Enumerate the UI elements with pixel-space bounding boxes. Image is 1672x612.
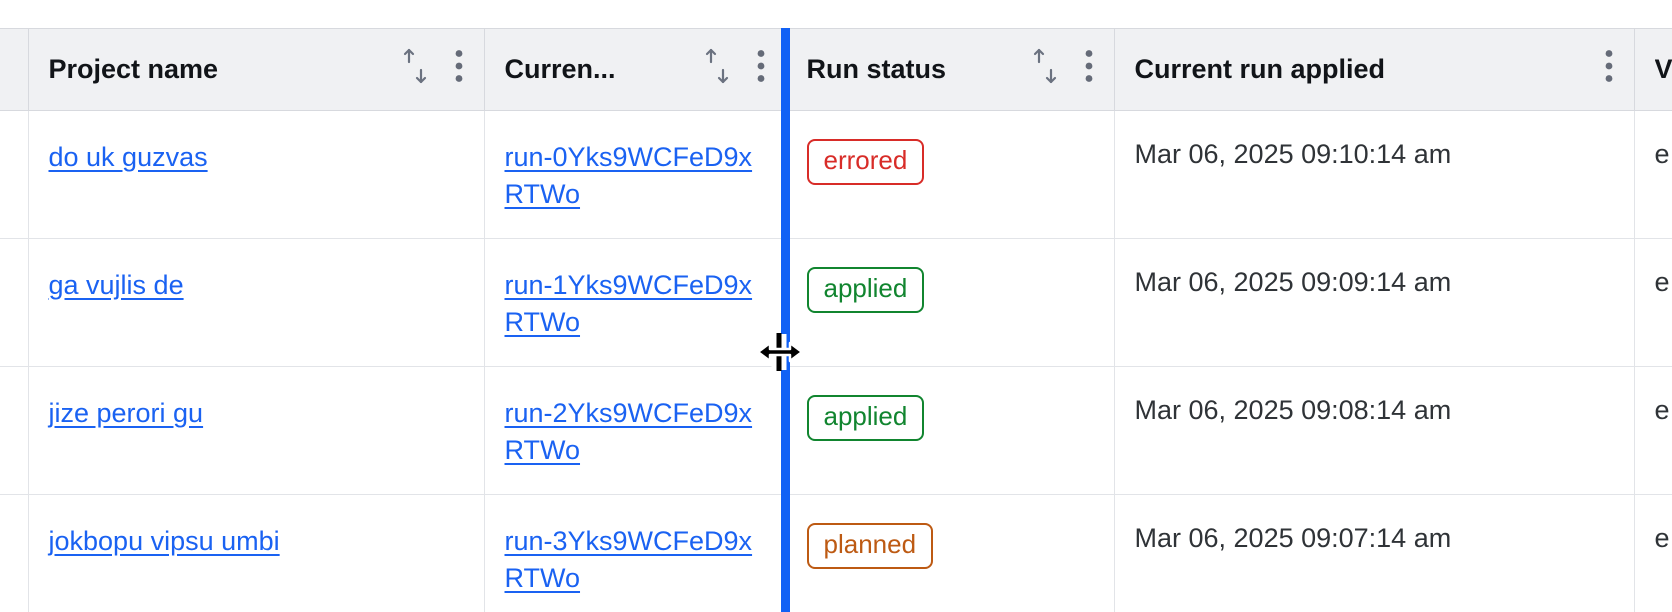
cell-current-run-applied: Mar 06, 2025 09:07:14 am [1114, 494, 1635, 612]
column-header-label: V [1654, 54, 1672, 84]
column-header-project-name[interactable]: Project name [28, 28, 485, 111]
cell-run-status: applied [786, 238, 1115, 367]
column-header-tools [398, 46, 464, 93]
vcs-repo-text: e [1654, 523, 1670, 553]
cell-run-status: applied [786, 366, 1115, 495]
cell-current-run-applied: Mar 06, 2025 09:10:14 am [1114, 110, 1635, 239]
cell-current-run: run-1Yks9WCFeD9xRTWo [484, 238, 787, 367]
projects-table: Project name Curren... Run status Current r… [0, 28, 1672, 612]
status-badge: errored [806, 139, 925, 185]
applied-timestamp: Mar 06, 2025 09:07:14 am [1134, 523, 1452, 553]
table-row[interactable]: ga vujlis de run-1Yks9WCFeD9xRTWo applied M… [0, 238, 1672, 367]
cell-vcs-repo: e [1634, 238, 1672, 367]
column-header-label: Current run applied [1134, 54, 1386, 84]
cell-project-name: do uk guzvas [28, 110, 485, 239]
column-header-tools [700, 46, 766, 93]
status-badge: applied [806, 395, 925, 441]
cell-project-name: jokbopu vipsu umbi [28, 494, 485, 612]
project-name-link[interactable]: jize perori gu [48, 398, 204, 428]
project-name-link[interactable]: ga vujlis de [48, 270, 184, 300]
column-header-label: Curren... [504, 54, 616, 84]
status-badge: planned [806, 523, 934, 569]
sort-icon[interactable] [398, 46, 432, 93]
applied-timestamp: Mar 06, 2025 09:10:14 am [1134, 139, 1452, 169]
header-row: Project name Curren... Run status Current r… [0, 28, 1672, 111]
cell-project-name: ga vujlis de [28, 238, 485, 367]
sort-icon[interactable] [700, 46, 734, 93]
column-header-run-status[interactable]: Run status [786, 28, 1115, 111]
current-run-link[interactable]: run-0Yks9WCFeD9xRTWo [504, 142, 753, 210]
kebab-menu-icon[interactable] [1604, 49, 1614, 90]
table-row[interactable]: jokbopu vipsu umbi run-3Yks9WCFeD9xRTWo pl… [0, 494, 1672, 612]
column-header-label: Run status [806, 54, 947, 84]
cell-vcs-repo: e [1634, 366, 1672, 495]
cell-current-run-applied: Mar 06, 2025 09:09:14 am [1114, 238, 1635, 367]
cell-vcs-repo: e [1634, 494, 1672, 612]
table-row[interactable]: do uk guzvas run-0Yks9WCFeD9xRTWo errored M… [0, 110, 1672, 239]
sort-icon[interactable] [1028, 46, 1062, 93]
vcs-repo-text: e [1654, 267, 1670, 297]
vcs-repo-text: e [1654, 139, 1670, 169]
cell-current-run: run-0Yks9WCFeD9xRTWo [484, 110, 787, 239]
column-header-vcs-repo[interactable]: V [1634, 28, 1672, 111]
column-header-current-run-applied[interactable]: Current run applied [1114, 28, 1635, 111]
kebab-menu-icon[interactable] [1084, 49, 1094, 90]
row-handle-cell [0, 238, 29, 367]
current-run-link[interactable]: run-1Yks9WCFeD9xRTWo [504, 270, 753, 338]
row-handle-cell [0, 366, 29, 495]
current-run-link[interactable]: run-3Yks9WCFeD9xRTWo [504, 526, 753, 594]
column-header-row-handle [0, 28, 29, 111]
column-header-current-run[interactable]: Curren... [484, 28, 787, 111]
cell-current-run: run-2Yks9WCFeD9xRTWo [484, 366, 787, 495]
project-name-link[interactable]: jokbopu vipsu umbi [48, 526, 280, 556]
kebab-menu-icon[interactable] [454, 49, 464, 90]
column-header-label: Project name [48, 54, 219, 84]
cell-current-run-applied: Mar 06, 2025 09:08:14 am [1114, 366, 1635, 495]
cell-run-status: errored [786, 110, 1115, 239]
cell-vcs-repo: e [1634, 110, 1672, 239]
column-header-tools [1604, 49, 1614, 90]
kebab-menu-icon[interactable] [756, 49, 766, 90]
table-scroll-container[interactable]: Project name Curren... Run status Current r… [0, 28, 1672, 612]
column-header-tools [1028, 46, 1094, 93]
row-handle-cell [0, 494, 29, 612]
current-run-link[interactable]: run-2Yks9WCFeD9xRTWo [504, 398, 753, 466]
cell-run-status: planned [786, 494, 1115, 612]
applied-timestamp: Mar 06, 2025 09:09:14 am [1134, 267, 1452, 297]
applied-timestamp: Mar 06, 2025 09:08:14 am [1134, 395, 1452, 425]
table-header: Project name Curren... Run status Current r… [0, 28, 1672, 111]
table-row[interactable]: jize perori gu run-2Yks9WCFeD9xRTWo applie… [0, 366, 1672, 495]
row-handle-cell [0, 110, 29, 239]
project-name-link[interactable]: do uk guzvas [48, 142, 208, 172]
status-badge: applied [806, 267, 925, 313]
cell-current-run: run-3Yks9WCFeD9xRTWo [484, 494, 787, 612]
vcs-repo-text: e [1654, 395, 1670, 425]
cell-project-name: jize perori gu [28, 366, 485, 495]
